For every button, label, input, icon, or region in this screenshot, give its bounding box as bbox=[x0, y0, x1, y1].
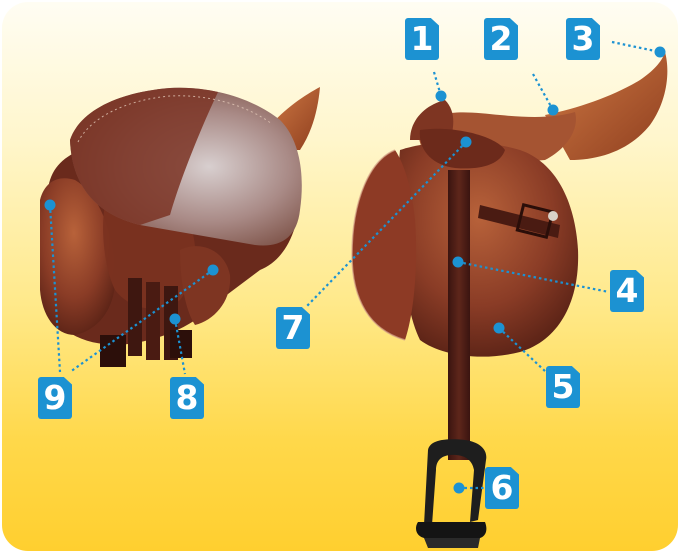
dot-6 bbox=[454, 483, 465, 494]
dot-5 bbox=[494, 323, 505, 334]
dot-9a bbox=[45, 200, 56, 211]
dot-7 bbox=[461, 137, 472, 148]
dot-3 bbox=[655, 47, 666, 58]
leader-2 bbox=[533, 74, 553, 110]
label-3: 3 bbox=[566, 18, 600, 60]
label-5: 5 bbox=[546, 366, 580, 408]
dot-4 bbox=[453, 257, 464, 268]
label-2: 2 bbox=[484, 18, 518, 60]
label-6: 6 bbox=[485, 467, 519, 509]
label-8: 8 bbox=[170, 377, 204, 419]
label-4: 4 bbox=[610, 270, 644, 312]
label-7: 7 bbox=[276, 307, 310, 349]
dot-1 bbox=[436, 91, 447, 102]
dot-8 bbox=[170, 314, 181, 325]
dot-2 bbox=[548, 105, 559, 116]
leader-3 bbox=[612, 42, 660, 52]
dot-9b bbox=[208, 265, 219, 276]
label-9: 9 bbox=[38, 377, 72, 419]
label-1: 1 bbox=[405, 18, 439, 60]
